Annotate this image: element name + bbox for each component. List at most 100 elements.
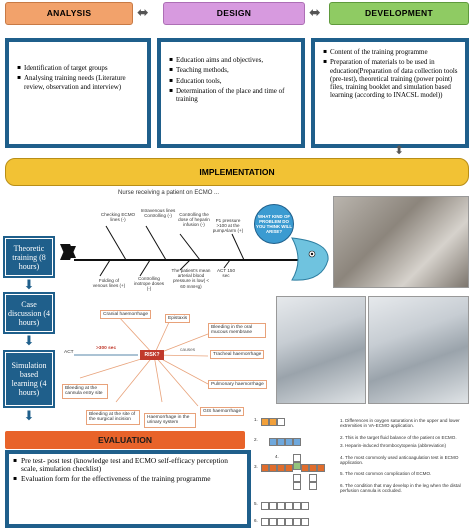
crossword-cell[interactable] — [301, 502, 309, 510]
fishbone-upper-label: Checking ECMO lines (-) — [100, 212, 136, 223]
crossword-cell[interactable] — [261, 518, 269, 526]
evaluation-item: Evaluation form for the effectiveness of… — [13, 474, 243, 484]
fishbone-title: Nurse receiving a patient on ECMO ... — [118, 190, 220, 196]
down-arrow-icon: ⬇ — [23, 334, 35, 349]
upper-bone — [105, 225, 127, 261]
crossword-cell[interactable] — [293, 462, 301, 470]
crossword-cell[interactable] — [269, 418, 277, 426]
crossword-cell[interactable] — [317, 464, 325, 472]
question-bubble: WHAT KIND OF PROBLEM DO YOU THINK WILL A… — [254, 204, 294, 244]
crossword-cell[interactable] — [261, 502, 269, 510]
analysis-box: Identification of target groups Analysin… — [5, 38, 151, 148]
risk-item: Bleeding at the cannula entry site — [62, 384, 108, 399]
phase-analysis: ANALYSIS — [5, 2, 133, 25]
crossword-number: 5. — [254, 501, 258, 506]
risk-item: Cranial haemorrhage — [100, 310, 152, 320]
down-arrow-icon: ⬇ — [23, 409, 35, 424]
crossword-cell[interactable] — [285, 464, 293, 472]
development-box: Content of the training programme Prepar… — [311, 38, 469, 148]
stage-simulation-learning: Simulation based learning (4 hours) — [3, 350, 55, 408]
crossword-cell[interactable] — [261, 418, 269, 426]
crossword-cell[interactable] — [269, 464, 277, 472]
crossword-number: 3. — [254, 464, 258, 469]
crossword-clues: 1. Differences in oxygen saturations in … — [340, 418, 470, 494]
fishbone-upper-label: Controlling the dose of heparin infusion… — [178, 212, 210, 228]
upper-bone — [145, 225, 167, 261]
double-arrow-icon: ⬌ — [309, 5, 321, 21]
crossword-cell[interactable] — [285, 518, 293, 526]
crossword-cell[interactable] — [293, 482, 301, 490]
crossword-clue: 3. Heparin-induced thrombocytopenia (abb… — [340, 443, 446, 449]
crossword-cell[interactable] — [293, 502, 301, 510]
crossword-cell[interactable] — [285, 438, 293, 446]
upper-bone — [179, 233, 201, 261]
development-item: Content of the training programme — [323, 48, 461, 57]
crossword-cell[interactable] — [293, 454, 301, 462]
crossword-cell[interactable] — [293, 438, 301, 446]
crossword-cell[interactable] — [277, 502, 285, 510]
crossword-grid: 1. 2. 3. 4. 5. 6. — [253, 410, 333, 528]
simulation-photo-left — [276, 296, 366, 404]
crossword-cell[interactable] — [277, 438, 285, 446]
mindmap-link — [115, 354, 155, 403]
crossword-cell[interactable] — [293, 518, 301, 526]
crossword-cell[interactable] — [301, 464, 309, 472]
crossword-clue: 5. The most common complication of ECMO. — [340, 471, 432, 477]
crossword-cell[interactable] — [277, 518, 285, 526]
mindmap-link — [117, 315, 155, 356]
crossword-cell[interactable] — [309, 464, 317, 472]
evaluation-header: EVALUATION — [5, 431, 245, 449]
fishbone-lower-label: Controlling inotrope doses (-) — [133, 276, 165, 292]
fishbone-lower-label: The patient's mean arterial blood pressu… — [171, 268, 211, 289]
classroom-photo — [333, 196, 469, 288]
development-item: Preparation of materials to be used in e… — [323, 58, 461, 99]
risk-item: GIS haemorrhage — [200, 407, 245, 417]
risk-item: Bleeding at the site of the surgical inc… — [86, 410, 140, 425]
causes-label: causes — [180, 348, 196, 353]
crossword-cell[interactable] — [309, 482, 317, 490]
fish-head — [291, 237, 329, 281]
crossword-cell[interactable] — [269, 518, 277, 526]
design-item: Teaching methods, — [169, 66, 297, 75]
upper-bone — [231, 233, 245, 261]
mindmap-link — [153, 319, 171, 356]
analysis-item: Identification of target groups — [17, 64, 143, 73]
crossword-cell[interactable] — [277, 418, 285, 426]
fishbone-lower-label: Folding of venous lines (+) — [92, 278, 126, 289]
evaluation-box: Pre test- post test (knowledge test and … — [5, 450, 251, 528]
crossword-cell[interactable] — [285, 502, 293, 510]
stage-case-discussion: Case discussion (4 hours) — [3, 292, 55, 334]
lower-bone — [223, 259, 231, 269]
fishbone-diagram — [60, 225, 329, 281]
crossword-cell[interactable] — [293, 474, 301, 482]
crossword-cell[interactable] — [269, 502, 277, 510]
crossword-cell[interactable] — [261, 464, 269, 472]
crossword-clue: 2. This is the target fluid balance of t… — [340, 434, 457, 440]
fishbone-tail — [60, 246, 76, 260]
stage-theoretic-training: Theoretic training (8 hours) — [3, 236, 55, 278]
risk-item: Haemorrhage in the urinary system — [144, 413, 196, 428]
design-box: Education aims and objectives, Teaching … — [157, 38, 305, 148]
act-value: >300 sec — [96, 346, 117, 351]
crossword-number: 6. — [254, 518, 258, 523]
evaluation-item: Pre test- post test (knowledge test and … — [13, 456, 243, 474]
double-arrow-icon: ⬌ — [137, 5, 149, 21]
lower-bone — [99, 259, 111, 277]
phase-design: DESIGN — [163, 2, 305, 25]
crossword-number: 2. — [254, 437, 258, 442]
risk-item: Epistaxis — [165, 314, 191, 324]
crossword-cell[interactable] — [269, 438, 277, 446]
risk-item: Tracheal haemorrhage — [210, 350, 265, 360]
analysis-item: Analysing training needs (Literature rev… — [17, 74, 143, 91]
crossword-cell[interactable] — [277, 464, 285, 472]
down-arrow-icon: ⬇ — [23, 278, 35, 293]
vertical-double-arrow-icon: ⬍ — [394, 143, 405, 157]
phase-development: DEVELOPMENT — [329, 2, 469, 25]
lower-bone — [139, 259, 151, 277]
simulation-photo-right — [368, 296, 469, 404]
crossword-number: 1. — [254, 417, 258, 422]
mindmap-link — [153, 354, 199, 407]
crossword-clue: 1. Differences in oxygen saturations in … — [340, 418, 460, 429]
crossword-cell[interactable] — [301, 518, 309, 526]
crossword-cell[interactable] — [309, 474, 317, 482]
